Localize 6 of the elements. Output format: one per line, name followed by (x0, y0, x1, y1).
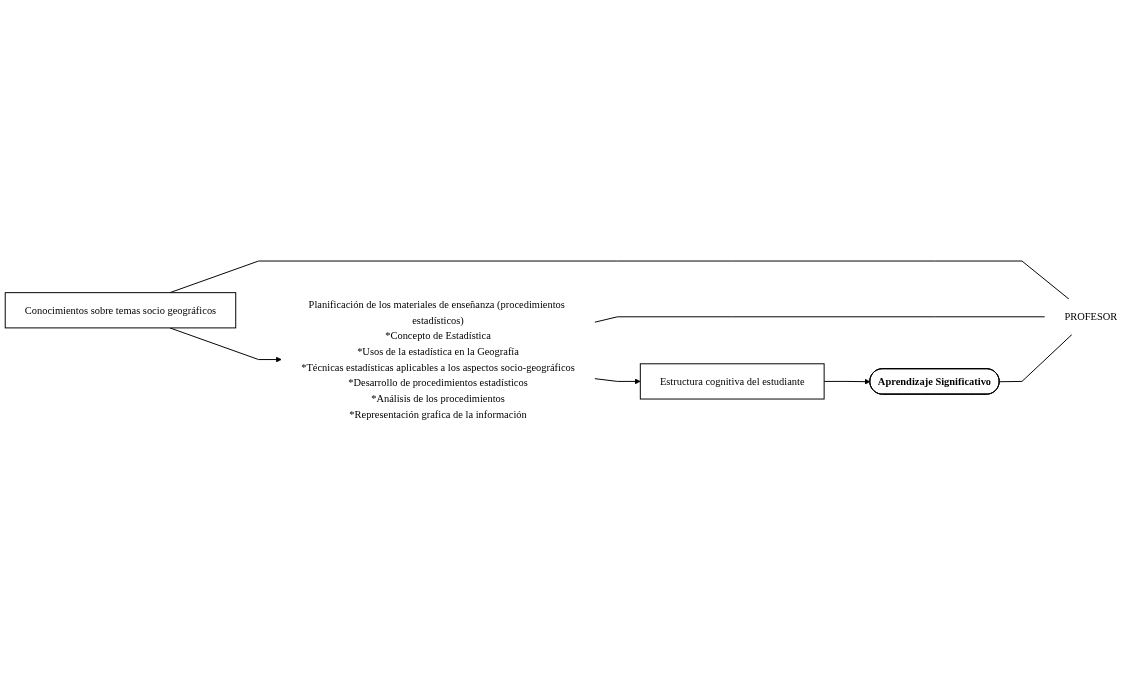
node-text: Planificación de los materiales de enseñanza (procedimientos estadísticos) *Concepto de Estadística *Usos de la estadística en la Geografía *Técnicas estadísticas aplicables a los aspectos socio-geográficos *Desarrollo de procedimientos estadísticos *Análisis de los procedimientos *Representación grafica de la información (301, 298, 575, 420)
connector (999, 333, 1073, 383)
node-box: Estructura cognitiva del estudiante (639, 363, 825, 400)
node-box: Conocimientos sobre temas socio geográficos (4, 292, 237, 329)
node-text: PROFESOR (1064, 310, 1118, 323)
connector (594, 316, 1046, 323)
